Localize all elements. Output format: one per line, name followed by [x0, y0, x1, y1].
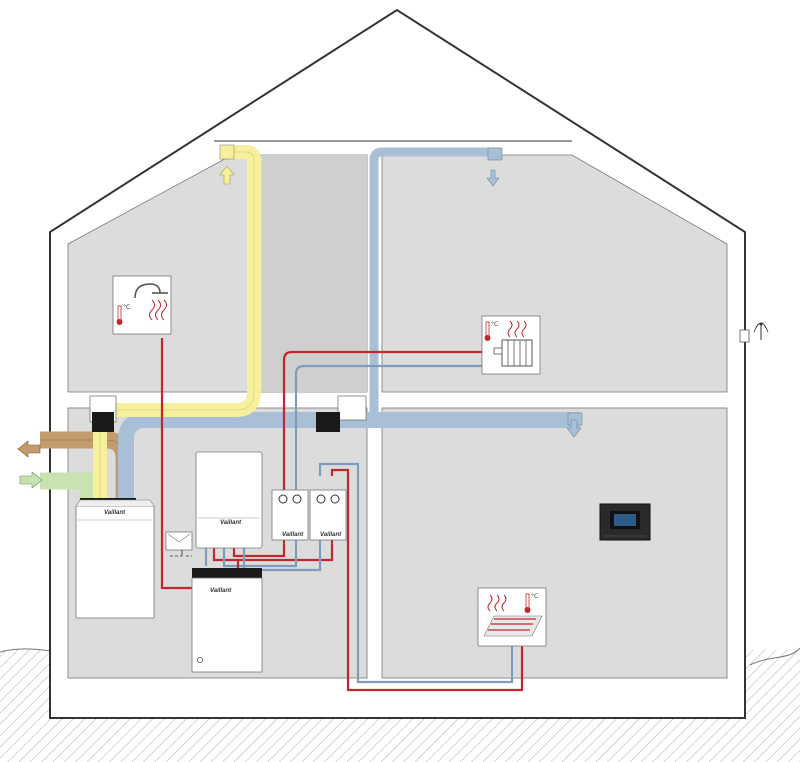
control-box: [165, 531, 193, 557]
duct-junction-black-right: [316, 412, 340, 432]
duct-junction-black-left: [92, 412, 114, 432]
shower-icon: [134, 283, 168, 321]
boiler: Vaillant: [195, 451, 263, 549]
shower-panel: °C: [112, 275, 172, 335]
fresh-air-outlet: [219, 144, 235, 160]
thermostat-icon: [599, 503, 651, 541]
dhw-supply-pipe: [160, 338, 200, 590]
extract-air-inlet-upper: [487, 147, 503, 161]
brand-label: Vaillant: [282, 532, 304, 538]
temperature-unit-label: °C: [531, 593, 538, 600]
extract-down-arrow-upper-icon: [486, 169, 500, 187]
heating-pipes: [160, 338, 524, 692]
exhaust-arrow-icon: [17, 440, 41, 458]
temperature-unit-label: °C: [123, 304, 130, 311]
heating-module-1: Vaillant: [271, 489, 309, 541]
intake-air-duct: [40, 472, 97, 505]
antenna-icon: [739, 322, 769, 343]
temperature-unit-label: °C: [491, 321, 498, 328]
room-ground-right: [381, 407, 728, 679]
radiator-panel: °C: [481, 315, 541, 375]
extract-down-arrow-ground-icon: [566, 419, 582, 438]
thermometer-icon: [116, 305, 123, 325]
boiler-return-pipe: [222, 540, 298, 568]
extract-air-duct-upper: [369, 147, 500, 412]
intake-arrow-icon: [19, 471, 43, 489]
fresh-air-up-arrow-icon: [219, 165, 235, 185]
heating-module-2: Vaillant: [309, 489, 347, 541]
brand-label: Vaillant: [220, 520, 242, 526]
radiator-supply-pipe: [282, 350, 490, 490]
underfloor-return-pipe: [318, 462, 514, 684]
thermometer-icon: [484, 321, 491, 341]
underfloor-heating-icon: [483, 594, 543, 637]
radiator-return-pipe: [294, 364, 490, 490]
radiator-icon: [493, 320, 533, 367]
brand-label: Vaillant: [104, 510, 126, 516]
room-attic-center: [262, 155, 367, 392]
hot-water-cylinder: Vaillant: [191, 568, 263, 673]
underfloor-panel: °C: [477, 587, 547, 647]
boiler-flow-pipe: [212, 540, 334, 562]
brand-label: Vaillant: [320, 532, 342, 538]
airflow-arrows: [17, 165, 582, 489]
ventilation-unit: Vaillant: [75, 498, 155, 619]
ventilation-ducts: [40, 144, 583, 505]
brand-label: Vaillant: [210, 588, 232, 594]
duct-junction-right: [337, 395, 367, 421]
underfloor-supply-pipe: [330, 468, 524, 692]
thermometer-icon: [524, 593, 531, 613]
extract-air-duct-ground: [118, 412, 580, 505]
